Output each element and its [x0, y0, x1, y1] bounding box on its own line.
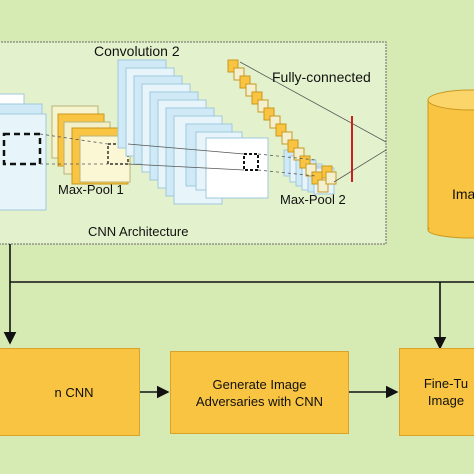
input-feature-maps [0, 93, 47, 211]
train-cnn-step[interactable]: n CNN [0, 348, 140, 436]
train-cnn-label: n CNN [54, 384, 94, 400]
maxpool-2-window [243, 153, 259, 171]
input-crop-window [2, 132, 42, 166]
fully-connected-label: Fully-connected [272, 69, 371, 85]
generate-adversaries-label: Generate Image Adversaries with CNN [195, 376, 324, 409]
connector-lines [39, 61, 387, 183]
cnn-architecture-title: CNN Architecture [88, 224, 189, 239]
image-storage-cylinder [427, 89, 474, 239]
fine-tune-label: Fine-Tu Image [423, 376, 469, 408]
maxpool-1-label: Max-Pool 1 [58, 182, 124, 197]
convolution-2-maps [117, 59, 269, 205]
generate-adversaries-step[interactable]: Generate Image Adversaries with CNN [170, 351, 349, 434]
flow-lines [3, 244, 474, 399]
maxpool-2-label: Max-Pool 2 [280, 192, 346, 207]
storage-label: Ima [452, 186, 474, 202]
fully-connected-neurons [227, 59, 337, 193]
fine-tune-step[interactable]: Fine-Tu Image [399, 348, 474, 436]
convolution-2-label: Convolution 2 [94, 43, 180, 59]
